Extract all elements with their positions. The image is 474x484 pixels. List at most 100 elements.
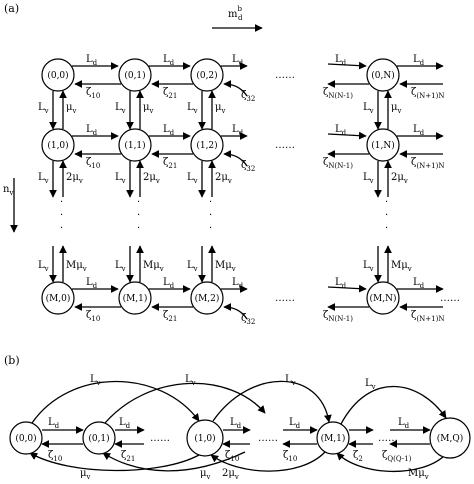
node-1N: (1,N) bbox=[371, 140, 394, 151]
col3-vdot-1: · bbox=[385, 210, 388, 221]
b-3-ld-label: Ld bbox=[289, 417, 301, 430]
row1-zNp1-label: ζ(N+1)N bbox=[411, 157, 444, 170]
row2-ld-label-1: Ld bbox=[163, 277, 175, 290]
b-lv-arc-1 bbox=[31, 380, 200, 424]
row0-zeta-in bbox=[223, 80, 248, 97]
node-M2-circle bbox=[190, 281, 224, 315]
row0-dots: …… bbox=[275, 70, 295, 81]
col2-mu-label-0: μv bbox=[215, 102, 226, 115]
col2-lv-label-1: Lv bbox=[187, 172, 198, 185]
b-2mu-label: 2μv bbox=[222, 468, 239, 481]
row1-ld-label-N: Ld bbox=[335, 124, 347, 137]
nv-label: nv bbox=[3, 184, 13, 197]
col3-lv-label-1: Lv bbox=[363, 172, 374, 185]
col2-lv-label-0: Lv bbox=[187, 102, 198, 115]
row0-ld-in-N bbox=[327, 61, 367, 70]
col2-vdot-2: · bbox=[209, 223, 212, 234]
node-10: (1,0) bbox=[47, 140, 68, 151]
col3-2mu-label: 2μv bbox=[391, 172, 408, 185]
b-4-zeta-label: ζ2 bbox=[353, 450, 363, 463]
row2-z32-label: ζ32 bbox=[241, 313, 255, 326]
b-Mmu-arc bbox=[336, 452, 445, 473]
node-00-circle bbox=[41, 58, 75, 92]
b-lv-label-3: Lv bbox=[285, 374, 296, 387]
b-1-ld-label: Ld bbox=[119, 417, 131, 430]
row0-ld-label-0: Ld bbox=[86, 54, 98, 67]
b-01-ld-label: Ld bbox=[48, 417, 60, 430]
col0-vdot-0: · bbox=[60, 197, 63, 208]
node-M1-circle bbox=[118, 281, 152, 315]
row2-ld-label-0: Ld bbox=[86, 277, 98, 290]
b-2-ld-label: Ld bbox=[230, 417, 242, 430]
b-3-zeta-label: ζ10 bbox=[283, 450, 297, 463]
row2-ld-label-2: Ld bbox=[232, 277, 244, 290]
b-mu-arc-1 bbox=[29, 452, 200, 472]
b-dots-3: …… bbox=[378, 433, 398, 444]
row1-dots: …… bbox=[275, 140, 295, 151]
col3-lv-label-0: Lv bbox=[363, 102, 374, 115]
row1-ld-label-Nout: Ld bbox=[413, 124, 425, 137]
col0-vdot-2: · bbox=[60, 223, 63, 234]
row1-ld-label-0: Ld bbox=[86, 124, 98, 137]
node-1N-circle bbox=[366, 128, 400, 162]
b-dots-2: …… bbox=[258, 433, 278, 444]
col0-Mmu-label: Mμv bbox=[66, 260, 87, 273]
b-lv-label-4: Lv bbox=[365, 378, 376, 391]
b-lv-arc-3 bbox=[212, 380, 332, 423]
col3-Mmu-label: Mμv bbox=[391, 260, 412, 273]
row0-z32-label: ζ32 bbox=[241, 90, 255, 103]
b-1-zeta-label: ζ21 bbox=[121, 450, 135, 463]
b-node-01: (0,1) bbox=[88, 433, 109, 444]
node-M0-circle bbox=[41, 281, 75, 315]
node-12: (1,2) bbox=[196, 140, 217, 151]
col1-lv-label-1: Lv bbox=[115, 172, 126, 185]
row2-ld-label-N: Ld bbox=[335, 277, 347, 290]
b-2mu-arc-3 bbox=[210, 451, 326, 472]
col2-lv-label-M: Lv bbox=[187, 260, 198, 273]
col2-Mmu-label: Mμv bbox=[215, 260, 236, 273]
node-02: (0,2) bbox=[196, 70, 217, 81]
row1-z21-label: ζ21 bbox=[163, 157, 177, 170]
b-node-M1-circle bbox=[316, 421, 350, 455]
panel-a-label: (a) bbox=[4, 2, 19, 15]
b-node-01-circle bbox=[82, 421, 116, 455]
node-MN: (M,N) bbox=[370, 293, 397, 304]
b-node-MQ: (M,Q) bbox=[437, 433, 463, 444]
row0-zNm1-label: ζN(N-1) bbox=[323, 87, 353, 100]
row1-zNm1-label: ζN(N-1) bbox=[323, 157, 353, 170]
node-M2: (M,2) bbox=[195, 293, 220, 304]
col1-lv-label-0: Lv bbox=[115, 102, 126, 115]
b-node-10: (1,0) bbox=[194, 433, 215, 444]
panel-b-label: (b) bbox=[4, 354, 20, 367]
b-01-zeta-label: ζ10 bbox=[48, 450, 62, 463]
b-2mu-arc-2 bbox=[102, 451, 246, 472]
b-mu-label: μv bbox=[80, 468, 91, 481]
row2-z10-label: ζ10 bbox=[86, 310, 100, 323]
col1-mu-label-0: μv bbox=[143, 102, 154, 115]
b-mu-label-2: μv bbox=[200, 468, 211, 481]
b-5-zeta-label: ζQ(Q-1) bbox=[382, 450, 412, 463]
b-node-00: (0,0) bbox=[15, 433, 36, 444]
row0-z10-label: ζ10 bbox=[86, 87, 100, 100]
row2-z21-label: ζ21 bbox=[163, 310, 177, 323]
node-11: (1,1) bbox=[124, 140, 145, 151]
b-node-10-circle bbox=[186, 419, 224, 457]
col1-Mmu-label: Mμv bbox=[143, 260, 164, 273]
b-5-ld-label: Ld bbox=[398, 417, 410, 430]
col0-mu-label-0: μv bbox=[66, 102, 77, 115]
row2-zNp1-label: ζ(N+1)N bbox=[411, 310, 444, 323]
node-11-circle bbox=[118, 128, 152, 162]
col2-vdot-1: · bbox=[209, 210, 212, 221]
node-01-circle bbox=[118, 58, 152, 92]
row0-ld-label-1: Ld bbox=[163, 54, 175, 67]
row0-zNp1-label: ζ(N+1)N bbox=[411, 87, 444, 100]
row2-dots-right: …… bbox=[440, 293, 460, 304]
col2-2mu-label: 2μv bbox=[215, 172, 232, 185]
node-02-circle bbox=[190, 58, 224, 92]
b-2-zeta-label: ζ10 bbox=[225, 450, 239, 463]
row1-zeta-in bbox=[223, 150, 248, 167]
b-dots-1: …… bbox=[150, 433, 170, 444]
col0-lv-label-0: Lv bbox=[38, 102, 49, 115]
